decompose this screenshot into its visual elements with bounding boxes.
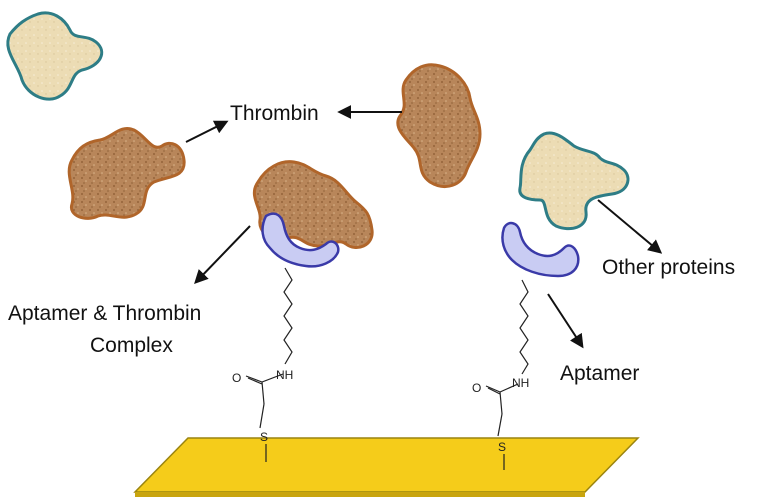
- thrombin-top-right: [396, 63, 482, 188]
- aptamer-left: [261, 212, 340, 268]
- label-other-proteins: Other proteins: [602, 256, 735, 279]
- arrow-other-proteins: [597, 199, 663, 254]
- linker-left: [245, 267, 293, 462]
- aptamer-right: [501, 221, 580, 278]
- chem-oxygen-left: O: [232, 371, 241, 385]
- other-protein-right: [518, 131, 630, 231]
- label-aptamer: Aptamer: [560, 362, 639, 385]
- other-protein-top-left: [6, 11, 104, 101]
- chem-oxygen-right: O: [472, 381, 481, 395]
- linker-right: [485, 279, 529, 470]
- thrombin-left: [67, 127, 186, 220]
- arrow-complex: [194, 225, 251, 285]
- chem-sulfur-right: S: [498, 440, 506, 454]
- chem-amine-right: NH: [512, 376, 529, 390]
- gold-surface: [133, 437, 640, 497]
- chem-sulfur-left: S: [260, 430, 268, 444]
- label-complex-line1: Aptamer & Thrombin: [8, 302, 201, 325]
- arrow-aptamer: [547, 293, 584, 349]
- label-complex-line2: Complex: [90, 334, 173, 357]
- chem-amine-left: NH: [276, 368, 293, 382]
- label-thrombin: Thrombin: [230, 102, 319, 125]
- arrow-left-thrombin-to-label: [185, 120, 229, 143]
